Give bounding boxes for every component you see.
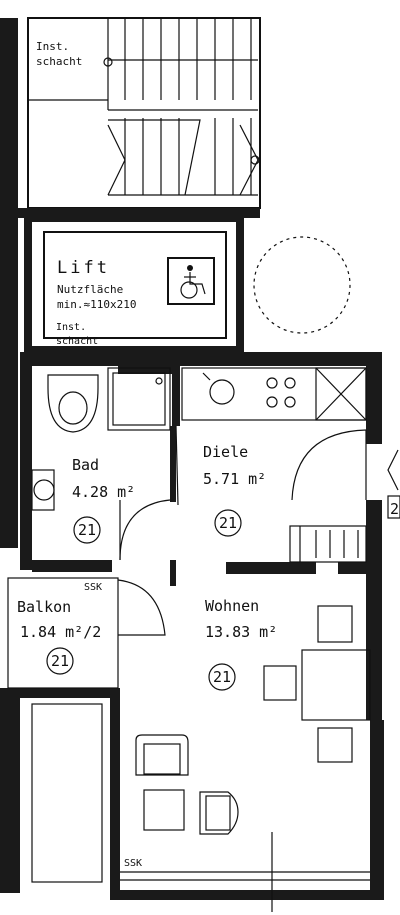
ssk-top-label: SSK [84,582,102,593]
turning-circle [253,236,351,334]
shaft-bottom-label-1: Inst. [56,322,86,333]
lift-min-size: min.≈110x210 [57,298,136,311]
room-diele-name: Diele [203,443,248,461]
stairwell: Inst. schacht [0,17,261,548]
lift-title: Lift [57,258,110,278]
room-wohnen-name: Wohnen [205,597,259,615]
room-diele: Diele 5.71 m² 21 [203,443,266,537]
apartment-walls [0,352,384,900]
kitchen-counter [181,367,367,421]
wardrobe [289,525,367,563]
wheelchair-icon [167,257,215,305]
shaft-bottom-label-2: schacht [56,336,98,347]
room-diele-area: 5.71 m² [203,470,266,488]
room-bad: Bad 4.28 m² 21 [72,456,135,544]
room-balkon: SSK Balkon 1.84 m²/2 21 [17,582,102,675]
room-bad-code: 21 [78,521,96,539]
room-balkon-name: Balkon [17,598,71,616]
ssk-bottom-label: SSK [124,858,142,869]
room-balkon-area: 1.84 m²/2 [20,623,101,641]
living-furniture [31,605,371,912]
room-bad-name: Bad [72,456,99,474]
room-wohnen-area: 13.83 m² [205,623,277,641]
room-wohnen-code: 21 [213,668,231,686]
room-wohnen: Wohnen 13.83 m² 21 [205,597,277,691]
bathroom-fixtures [31,367,171,561]
lift-subtitle: Nutzfläche [57,283,123,296]
lift-shaft: Lift Nutzfläche min.≈110x210 Inst. schac… [24,214,244,354]
balcony [7,577,166,689]
shaft-top-label-2: schacht [36,55,82,68]
entrance-door [291,429,367,501]
room-balkon-code: 21 [51,652,69,670]
room-diele-code: 21 [219,514,237,532]
edge-mark: 2 [390,500,399,518]
room-bad-area: 4.28 m² [72,483,135,501]
shaft-top-label-1: Inst. [36,40,69,53]
